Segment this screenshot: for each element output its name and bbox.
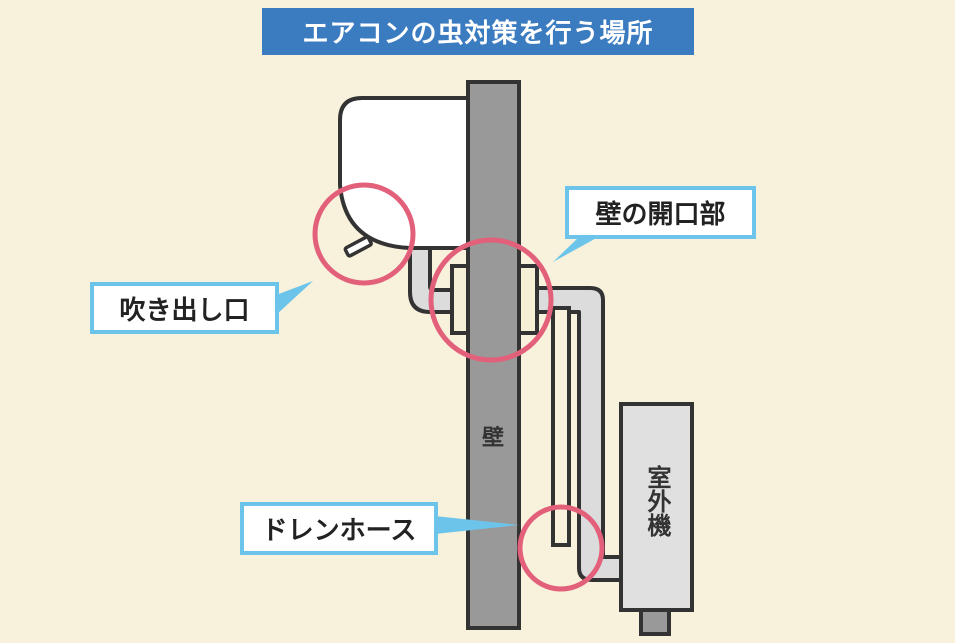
- callout-air-outlet: [90, 281, 313, 334]
- callout-drain-hose: [240, 502, 519, 555]
- diagram-title: エアコンの虫対策を行う場所: [262, 8, 694, 55]
- outdoor-unit-foot: [639, 608, 671, 636]
- outdoor-unit: [619, 402, 694, 612]
- callout-wall-opening: [553, 186, 756, 262]
- label-air-outlet: 吹き出し口: [119, 295, 250, 326]
- label-wall: 壁: [481, 426, 504, 451]
- label-outdoor-unit: 室外機: [643, 465, 671, 537]
- ac-louver: [343, 235, 373, 258]
- indoor-ac-unit: [338, 96, 472, 250]
- drain-hose: [551, 306, 571, 547]
- highlight-circle-drain-hose: [517, 504, 605, 592]
- label-drain-hose: ドレンホース: [261, 516, 417, 546]
- label-wall-opening: 壁の開口部: [595, 200, 726, 230]
- highlight-circle-air-outlet: [312, 182, 416, 286]
- wall-sleeve-left: [450, 264, 470, 335]
- highlight-circle-wall-opening: [428, 237, 554, 363]
- wall-sleeve-right: [517, 264, 539, 335]
